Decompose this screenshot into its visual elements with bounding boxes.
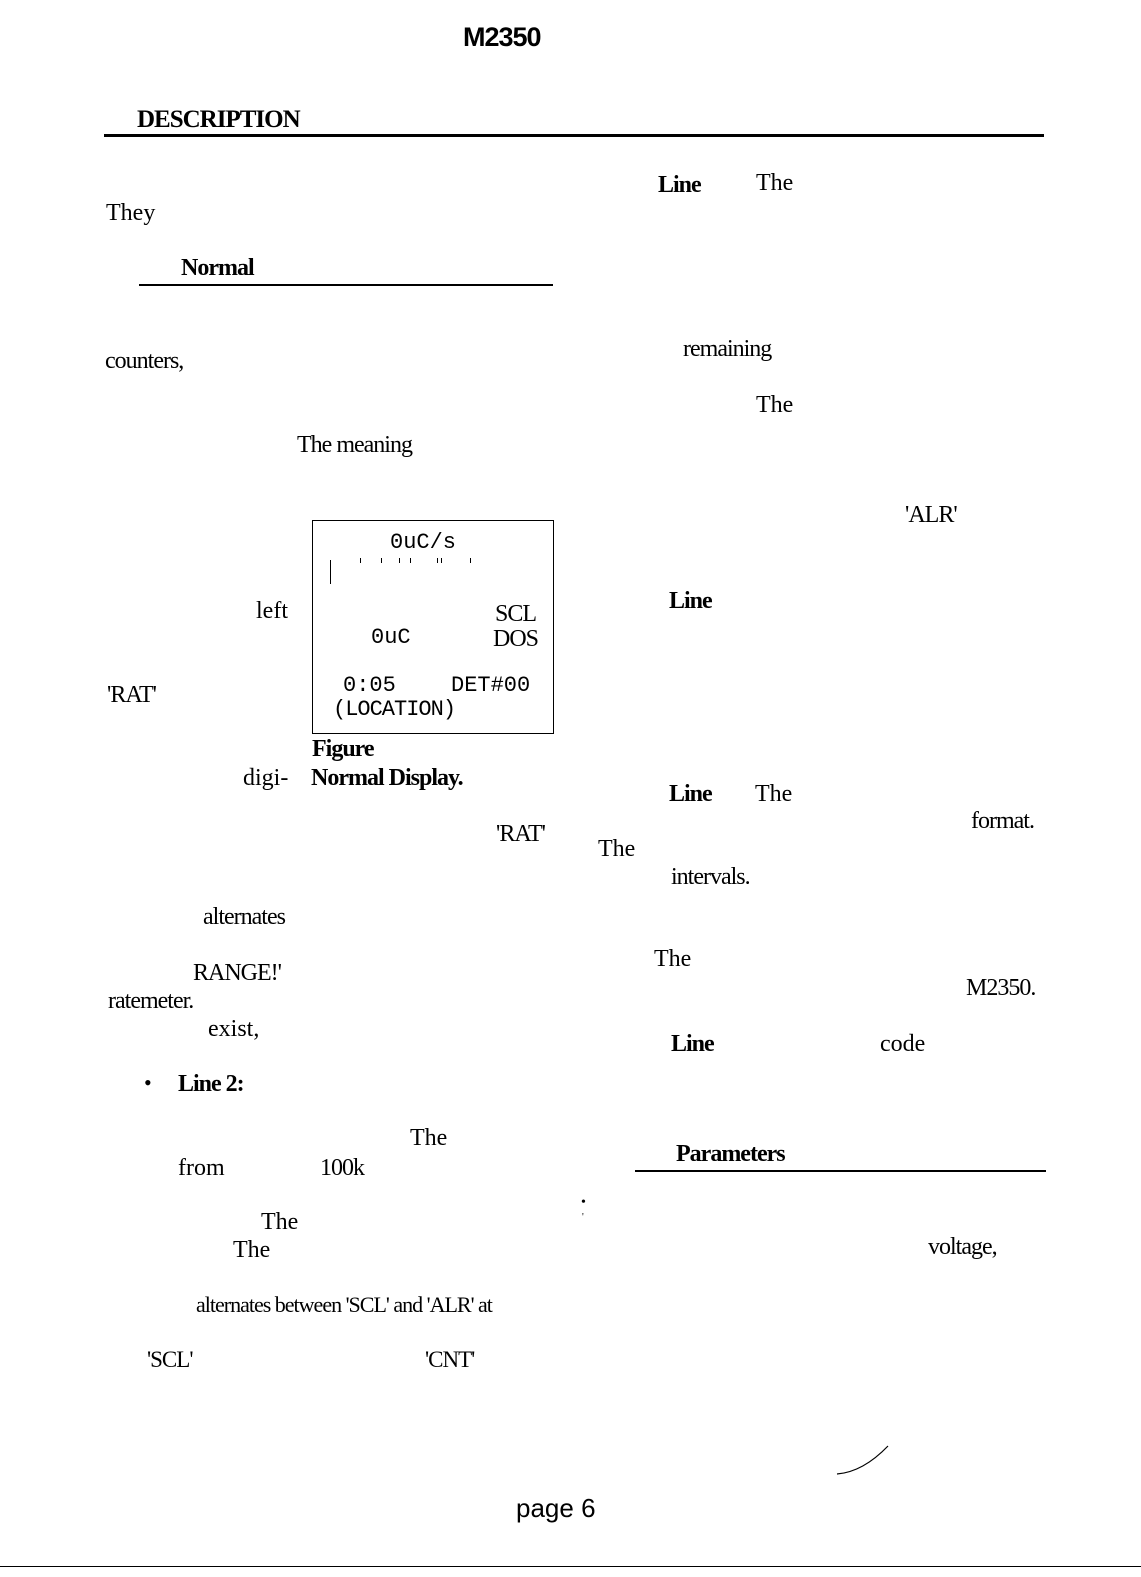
bargraph-tick	[441, 558, 442, 563]
text-fragment: Line	[669, 588, 713, 614]
bargraph-tick	[470, 558, 471, 563]
subsection-rule	[139, 284, 553, 286]
text-fragment: The	[756, 170, 794, 196]
text-fragment: 'RAT'	[496, 821, 546, 847]
bargraph-marker	[330, 560, 331, 584]
text-fragment: code	[880, 1031, 926, 1057]
normal-display-figure	[312, 520, 554, 734]
text-fragment: 'SCL'	[147, 1347, 193, 1372]
text-fragment: The	[261, 1209, 299, 1235]
page-number: page 6	[516, 1493, 596, 1523]
text-fragment: They	[106, 200, 156, 226]
bullet-label-line-2: Line 2:	[178, 1071, 245, 1097]
bargraph-tick	[410, 558, 411, 563]
text-fragment: Line	[658, 172, 702, 198]
bargraph-tick	[360, 558, 361, 563]
text-fragment: exist,	[208, 1016, 260, 1042]
text-fragment: format.	[971, 808, 1035, 834]
text-fragment: ratemeter.	[108, 988, 194, 1014]
subsection-heading-parameters: Parameters	[676, 1141, 786, 1167]
figure-caption-title: Normal Display.	[311, 765, 464, 791]
text-fragment: alternates	[203, 904, 286, 930]
subsection-heading-normal: Normal	[181, 255, 255, 281]
display-location: (LOCATION)	[333, 697, 456, 722]
text-fragment: The	[756, 392, 794, 418]
text-fragment: The	[233, 1237, 271, 1263]
text-fragment: Line	[671, 1031, 715, 1057]
text-fragment: 'RAT'	[107, 682, 157, 708]
text-fragment: intervals.	[671, 864, 751, 890]
text-fragment: counters,	[105, 348, 184, 374]
display-mode-scl: SCL	[495, 601, 537, 627]
text-fragment: left	[256, 598, 288, 624]
display-mode-dos: DOS	[493, 626, 539, 652]
bargraph-tick	[437, 558, 438, 563]
display-time: 0:05	[343, 673, 396, 698]
text-fragment: M2350.	[966, 975, 1036, 1001]
text-fragment: The meaning	[297, 432, 413, 458]
text-fragment: 100k	[320, 1155, 365, 1181]
display-detector: DET#00	[451, 673, 531, 698]
subsection-rule	[635, 1170, 1046, 1172]
text-fragment: 'ALR'	[905, 502, 958, 528]
text-fragment: remaining	[683, 336, 772, 362]
scan-speck: •	[581, 1195, 586, 1210]
text-fragment: alternates between 'SCL' and 'ALR' at	[196, 1292, 493, 1317]
pen-stroke-mark	[836, 1445, 889, 1475]
bargraph-tick	[381, 558, 382, 563]
text-fragment: voltage,	[928, 1234, 998, 1260]
display-rate-readout: 0uC/s	[390, 530, 457, 555]
bullet-icon: •	[144, 1070, 152, 1095]
text-fragment: RANGE!'	[193, 960, 282, 986]
display-dose-readout: 0uC	[371, 625, 411, 650]
page-bottom-rule	[0, 1566, 1141, 1567]
document-title: M2350	[463, 22, 542, 52]
bargraph-tick	[399, 558, 400, 563]
text-fragment: Line	[669, 781, 713, 807]
text-fragment: digi-	[243, 765, 289, 791]
text-fragment: The	[755, 781, 793, 807]
text-fragment: The	[410, 1125, 448, 1151]
text-fragment: The	[654, 946, 692, 972]
section-heading: DESCRIPTION	[137, 106, 301, 133]
text-fragment: The	[598, 836, 636, 862]
text-fragment: 'CNT'	[425, 1347, 475, 1372]
scan-speck: '	[582, 1212, 584, 1223]
text-fragment: from	[178, 1155, 225, 1181]
section-rule	[104, 134, 1044, 137]
figure-caption-label: Figure	[312, 736, 375, 762]
